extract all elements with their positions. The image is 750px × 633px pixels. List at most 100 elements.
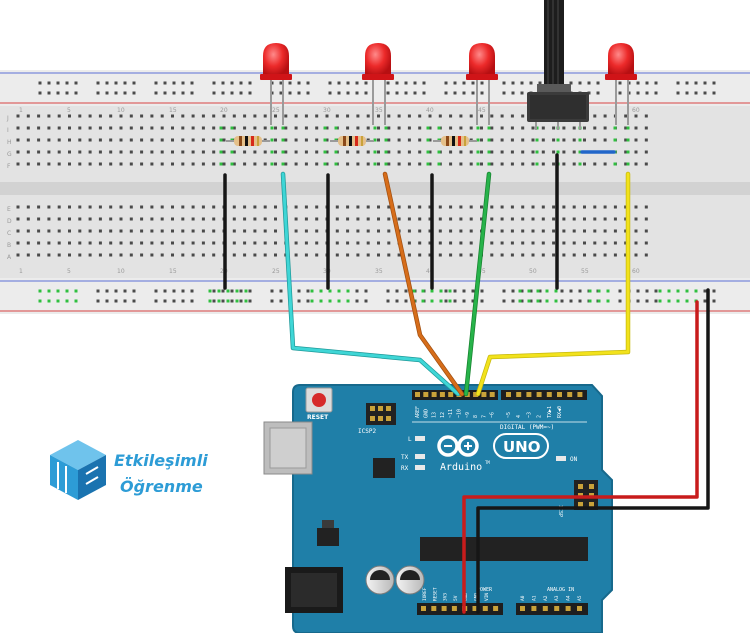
resistor-3[interactable] xyxy=(433,136,477,146)
icsp2-header xyxy=(366,403,396,425)
column-number: 50 xyxy=(529,268,537,275)
bottom-power-rail xyxy=(0,278,750,314)
reset-label: RESET xyxy=(307,414,329,421)
led-l-label: L xyxy=(408,436,412,443)
row-letter: F xyxy=(7,163,11,170)
resistor-1[interactable] xyxy=(226,136,270,146)
column-number: 30 xyxy=(323,107,331,114)
reset-button[interactable] xyxy=(305,387,333,413)
column-number: 40 xyxy=(426,268,434,275)
column-number: 25 xyxy=(272,107,280,114)
column-number: 5 xyxy=(67,268,71,275)
column-number: 60 xyxy=(632,268,640,275)
atmega-chip xyxy=(420,537,588,561)
column-number: 5 xyxy=(67,107,71,114)
on-led-label: ON xyxy=(570,456,578,463)
column-number: 15 xyxy=(169,268,177,275)
pin-label: TX▶1 xyxy=(547,406,553,418)
pin-label: 3V3 xyxy=(443,593,449,601)
column-number: 25 xyxy=(272,268,280,275)
row-letter: D xyxy=(7,218,12,225)
column-number: 20 xyxy=(220,107,228,114)
gnd-jumpers[interactable] xyxy=(223,153,559,290)
pin-label: 5V xyxy=(453,595,459,601)
pin-label: 8 xyxy=(473,415,479,418)
pin-label: 12 xyxy=(440,412,446,418)
uno-logo: UNO xyxy=(493,433,549,459)
pin-label: A0 xyxy=(520,595,526,601)
row-letter: B xyxy=(7,242,11,249)
power-label: POWER xyxy=(477,587,493,593)
pin-label: ~11 xyxy=(448,409,454,418)
led-tx-label: TX xyxy=(401,454,409,461)
pin-label: ~5 xyxy=(506,412,512,418)
brand-logo: Etkileşimli Öğrenme xyxy=(50,440,208,500)
center-channel xyxy=(0,182,750,195)
pin-label: 13 xyxy=(432,412,438,418)
potentiometer[interactable] xyxy=(527,0,589,130)
led-2[interactable] xyxy=(362,43,394,125)
resistor-2[interactable] xyxy=(330,136,374,146)
arduino-name: Arduino xyxy=(440,462,482,473)
analog-header xyxy=(516,603,588,615)
pin-label: AREF xyxy=(415,406,421,418)
pin-label: RESET xyxy=(432,587,438,601)
row-letters: J I H G F E D C B A xyxy=(6,115,12,261)
pin-label: RX◀0 xyxy=(557,406,563,418)
pin-label: GND xyxy=(423,409,429,418)
row-letter: H xyxy=(7,139,12,146)
voltage-regulator xyxy=(317,528,339,546)
column-number: 35 xyxy=(375,268,383,275)
digital-label: DIGITAL (PWM=~) xyxy=(500,424,554,431)
brand-line-2: Öğrenme xyxy=(120,477,203,496)
capacitors xyxy=(365,565,425,595)
power-wires[interactable] xyxy=(462,288,710,614)
row-letter: A xyxy=(7,254,12,261)
column-number: 60 xyxy=(632,107,640,114)
icsp-label: ICSP xyxy=(557,505,563,517)
column-number: 35 xyxy=(375,107,383,114)
column-number: 10 xyxy=(117,107,125,114)
pin-label: ~10 xyxy=(457,409,463,418)
pin-label: 2 xyxy=(537,415,543,418)
row-letter: E xyxy=(7,206,11,213)
status-leds: L TX RX ON xyxy=(401,436,578,472)
row-letter: I xyxy=(7,127,9,134)
column-number: 55 xyxy=(581,268,589,275)
breadboard: J I H G F E D C B A 1 5 10 15 20 25 30 3… xyxy=(0,70,750,314)
pin-label: A5 xyxy=(577,595,583,601)
column-number: 45 xyxy=(478,268,486,275)
pin-label: ~3 xyxy=(526,412,532,418)
led-3[interactable] xyxy=(466,43,498,125)
pin-label: ~6 xyxy=(490,412,496,418)
analog-label: ANALOG IN xyxy=(547,587,574,593)
pin-label: 7 xyxy=(481,415,487,418)
icsp2-label: ICSP2 xyxy=(358,428,376,435)
brand-cube-icon xyxy=(50,440,106,500)
icsp-header xyxy=(574,480,598,510)
usb-chip xyxy=(373,458,395,478)
pin-label: 4 xyxy=(516,415,522,418)
pin-label: A4 xyxy=(566,595,572,601)
column-number: 1 xyxy=(19,107,23,114)
pin-label: ~9 xyxy=(465,412,471,418)
led-1[interactable] xyxy=(260,43,292,125)
led-4[interactable] xyxy=(605,43,637,125)
brand-line-1: Etkileşimli xyxy=(114,451,208,470)
row-letter: J xyxy=(6,115,9,122)
column-number: 15 xyxy=(169,107,177,114)
column-number: 10 xyxy=(117,268,125,275)
pin-label: IOREF xyxy=(422,587,428,601)
pin-label: A1 xyxy=(531,595,537,601)
column-number: 1 xyxy=(19,268,23,275)
pin-label: VIN xyxy=(484,593,490,601)
row-letter: G xyxy=(7,151,12,158)
signal-wires[interactable] xyxy=(280,171,631,397)
pin-label: A2 xyxy=(543,595,549,601)
power-header xyxy=(417,603,503,615)
trademark: TM xyxy=(485,460,490,465)
